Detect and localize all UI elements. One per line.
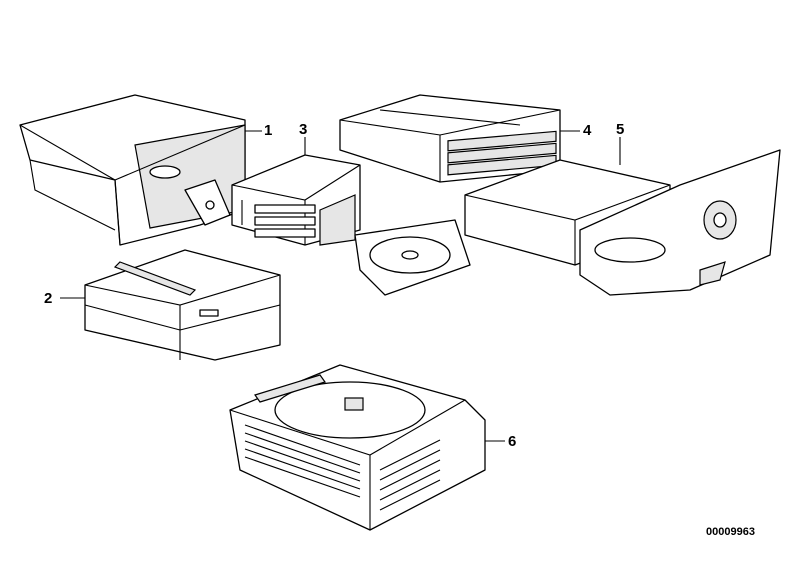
callout-3: 3 bbox=[299, 121, 308, 138]
part-5-cd-changer bbox=[464, 149, 781, 296]
drawing-code: 00009963 bbox=[706, 526, 755, 538]
part-4-cd-magazine bbox=[339, 94, 561, 183]
callout-2: 2 bbox=[44, 290, 53, 307]
part-3-cd-changer bbox=[231, 154, 471, 296]
callout-1: 1 bbox=[264, 122, 273, 139]
callout-4: 4 bbox=[583, 122, 592, 139]
part-2-cd-player bbox=[84, 249, 281, 361]
callout-6: 6 bbox=[508, 433, 517, 450]
part-6-cd-changer-unit bbox=[229, 364, 486, 531]
part-1-mounting-sleeve bbox=[19, 94, 246, 246]
callout-5: 5 bbox=[616, 121, 625, 138]
